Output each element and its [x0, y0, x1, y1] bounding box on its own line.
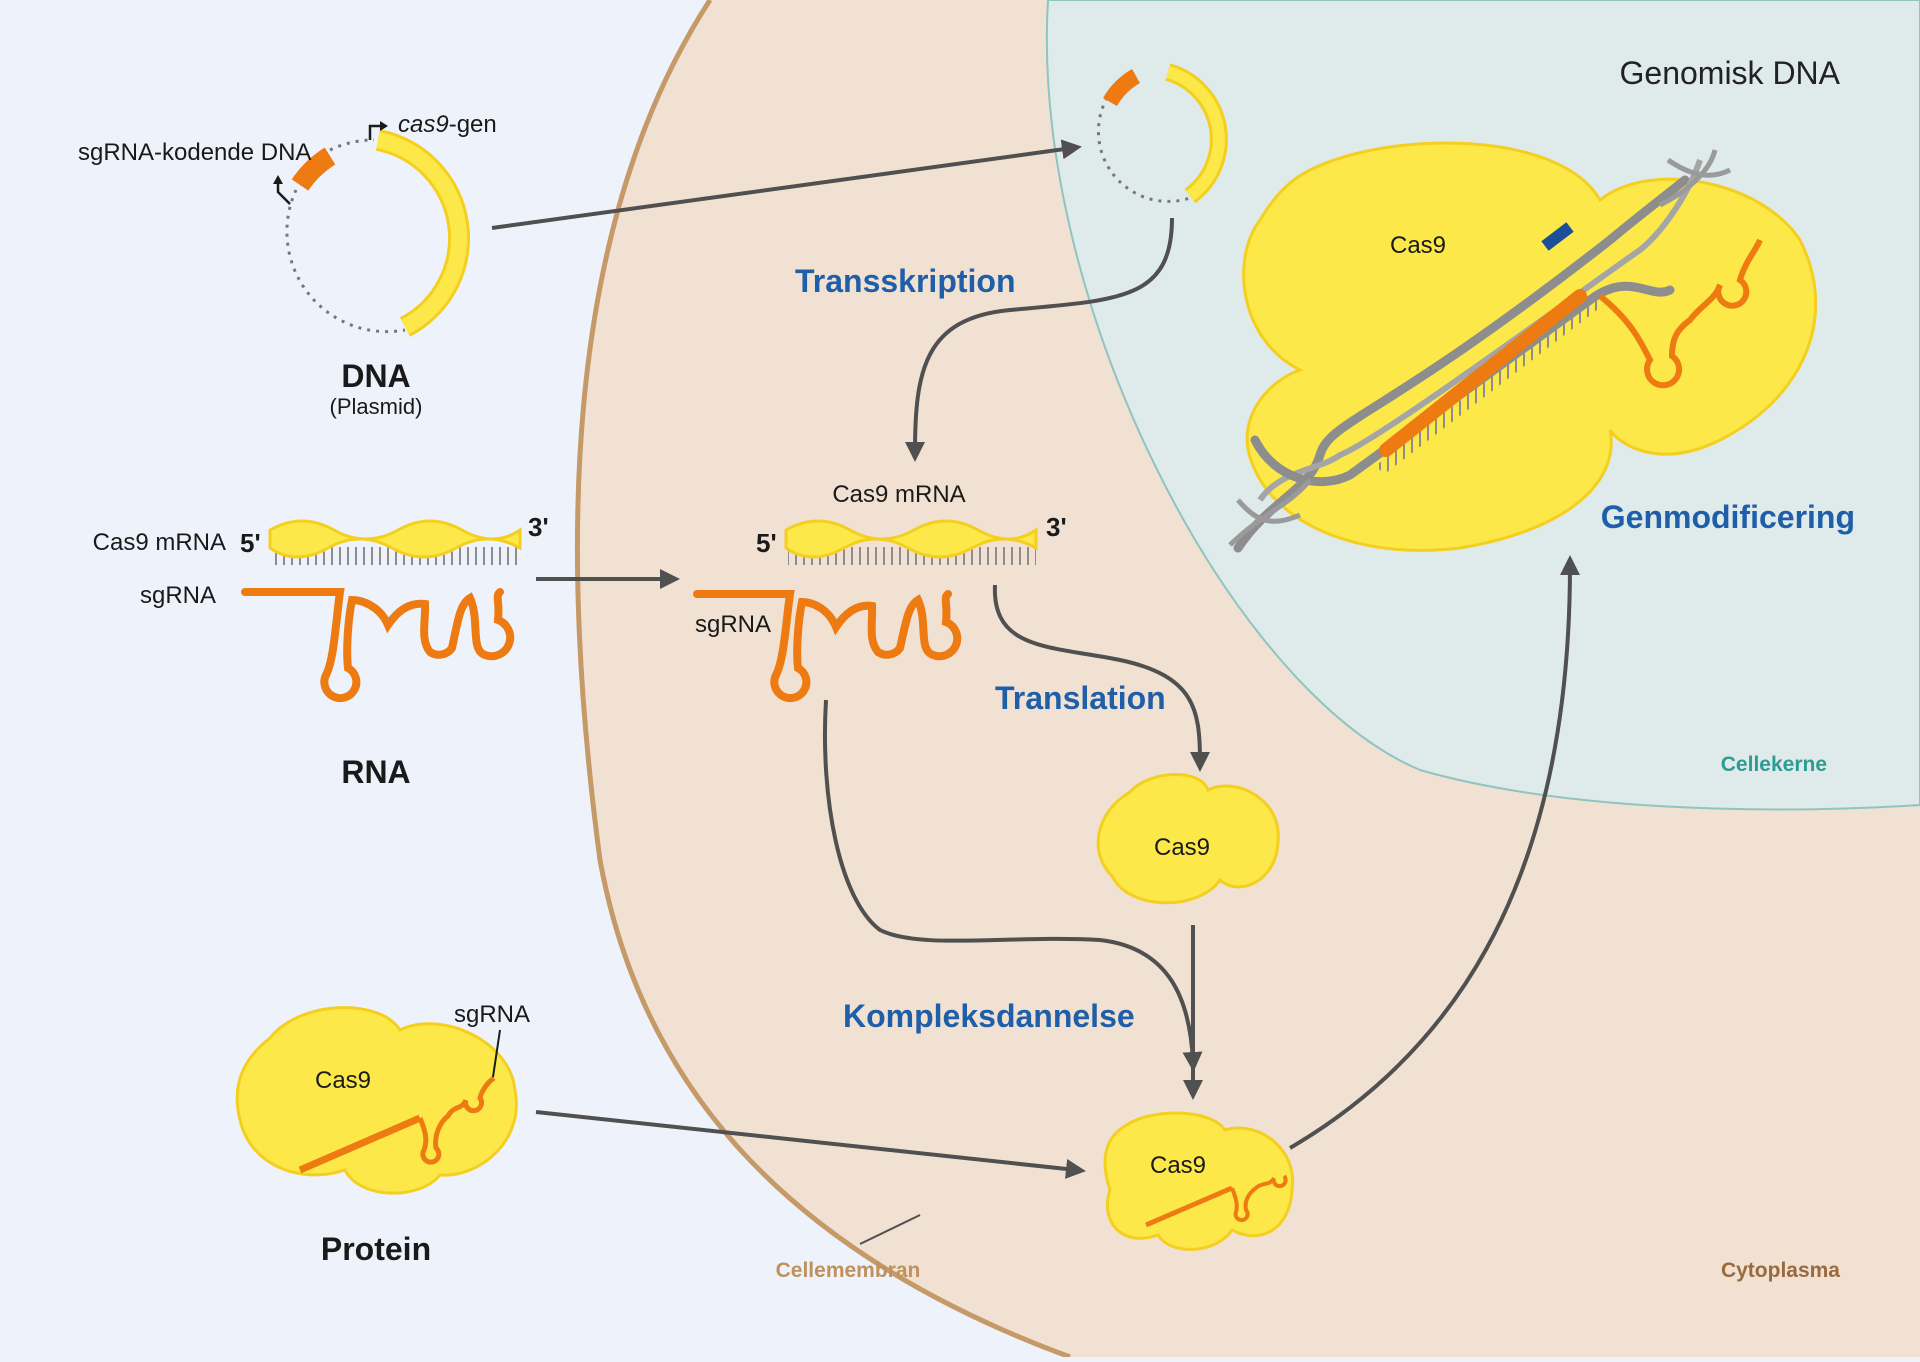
cas9-mrna-center: [784, 519, 1038, 565]
cas9-mrna-left: [268, 519, 522, 565]
cas9-label-left: Cas9: [315, 1067, 371, 1094]
arrow-sgrna-to-complex: [822, 699, 1203, 1072]
three-prime-center: 3': [1046, 512, 1067, 542]
step-transcription: Transskription: [795, 263, 1016, 299]
sgrna-label-left: sgRNA: [140, 582, 216, 609]
step-genome-editing: Genmodificering: [1601, 499, 1855, 535]
step-complex-formation: Kompleksdannelse: [843, 998, 1135, 1034]
nucleus-plasmid: [1097, 63, 1228, 204]
cell-membrane-label: Cellemembran: [776, 1259, 921, 1282]
genome-editing-complex: [1228, 141, 1818, 553]
target-site-marker: [1541, 222, 1574, 251]
cas9-label-nucleus: Cas9: [1390, 232, 1446, 259]
cas9-promoter-arrow: [368, 124, 384, 140]
step-translation: Translation: [995, 680, 1166, 716]
cell-membrane-line: [574, 0, 1071, 1360]
membrane-pointer-line: [859, 1214, 921, 1245]
sgrna-label-center: sgRNA: [695, 611, 771, 638]
arrow-protein-into-cell: [535, 1110, 1086, 1179]
arrow-plasmid-to-nucleus: [491, 139, 1082, 230]
dna-heading: DNA: [341, 358, 410, 394]
cas9-label-center: Cas9: [1150, 1152, 1206, 1179]
plasmid-subheading: (Plasmid): [330, 394, 423, 419]
five-prime-left: 5': [240, 528, 261, 558]
cas9-sgrna-complex-left: [235, 1006, 518, 1195]
rna-heading: RNA: [341, 754, 410, 790]
plasmid-dna: [273, 121, 471, 337]
nucleus-label: Cellekerne: [1721, 753, 1827, 776]
protein-heading: Protein: [321, 1231, 431, 1267]
dna-double-helix: [1228, 149, 1732, 547]
genomic-dna-label: Genomisk DNA: [1620, 55, 1841, 91]
cas9-label-free: Cas9: [1154, 834, 1210, 861]
sgrna-pointer-line: [492, 1029, 501, 1078]
sgrna-left: [241, 588, 515, 703]
arrow-translation: [992, 584, 1210, 772]
arrow-complex-to-nucleus: [1288, 555, 1580, 1150]
cas9-mrna-label-left: Cas9 mRNA: [93, 529, 226, 556]
arrow-transcription: [905, 217, 1174, 462]
cas9-gene-label: cas9-gen: [398, 111, 497, 138]
cytoplasm-label: Cytoplasma: [1721, 1259, 1840, 1282]
five-prime-center: 5': [756, 528, 777, 558]
sgrna-center: [693, 590, 962, 703]
sgrna-label-protein: sgRNA: [454, 1001, 530, 1028]
sgrna-coding-dna-label: sgRNA-kodende DNA: [78, 139, 311, 166]
cas9-sgrna-complex-center: [1103, 1111, 1295, 1251]
three-prime-left: 3': [528, 512, 549, 542]
cas9-protein-free: [1096, 773, 1280, 905]
cas9-mrna-label-center: Cas9 mRNA: [832, 481, 965, 508]
